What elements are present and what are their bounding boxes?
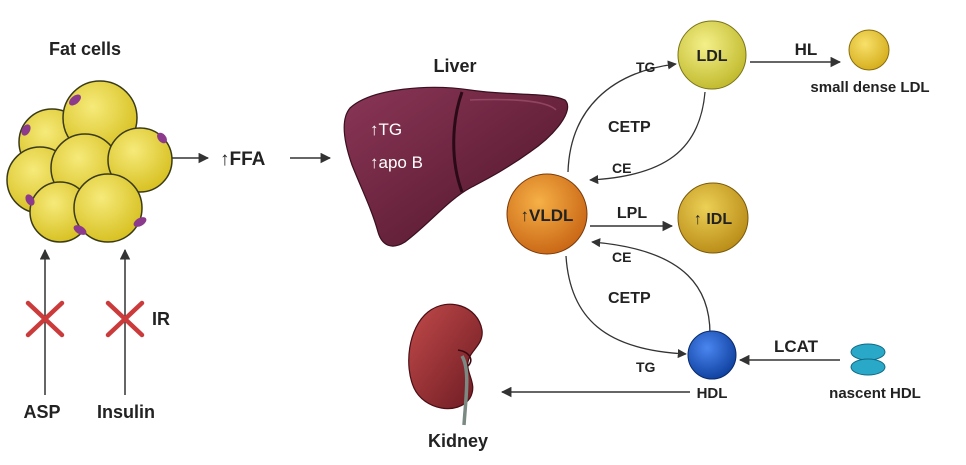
liver-tg-label: ↑TG xyxy=(370,120,402,139)
arrow-tg-to-ldl xyxy=(567,60,677,173)
liver-organ-icon xyxy=(343,86,569,247)
asp-label: ASP xyxy=(23,402,60,422)
ce-bottom-label: CE xyxy=(612,249,631,265)
ce-top-label: CE xyxy=(612,160,631,176)
nascent-hdl-particle xyxy=(850,343,886,376)
inhibition-cross-icon xyxy=(25,300,65,338)
nascent-hdl-label: nascent HDL xyxy=(829,385,921,402)
cetp-bottom-label: CETP xyxy=(608,290,651,307)
vldl-label: ↑VLDL xyxy=(521,206,574,225)
small-dense-ldl-label: small dense LDL xyxy=(810,79,929,96)
idl-label: ↑ IDL xyxy=(694,211,732,228)
lcat-label: LCAT xyxy=(774,337,819,356)
vldl-particle xyxy=(506,173,588,255)
insulin-label: Insulin xyxy=(97,402,155,422)
ldl-particle xyxy=(677,20,747,90)
lpl-label: LPL xyxy=(617,205,647,222)
liver-apob-label: ↑apo B xyxy=(370,153,423,172)
ldl-label: LDL xyxy=(696,48,727,65)
tg-top-label: TG xyxy=(636,59,656,75)
fat-cell-cluster-icon xyxy=(6,80,173,243)
idl-particle xyxy=(677,182,749,254)
small-dense-ldl-particle xyxy=(848,29,890,71)
cetp-top-label: CETP xyxy=(608,119,651,136)
fat-cells-title: Fat cells xyxy=(49,39,121,59)
tg-bottom-label: TG xyxy=(636,359,656,375)
hdl-particle xyxy=(687,330,737,380)
kidney-organ-icon xyxy=(408,303,483,426)
ir-label: IR xyxy=(152,309,170,329)
inhibition-cross-icon xyxy=(105,300,145,338)
ffa-label: ↑FFA xyxy=(220,149,266,170)
arrow-ce-to-vldl-bottom xyxy=(591,238,711,335)
kidney-label: Kidney xyxy=(428,431,488,451)
arrow-ce-to-vldl-top xyxy=(589,91,706,185)
hdl-label: HDL xyxy=(697,385,728,402)
arrow-tg-to-hdl xyxy=(565,255,687,359)
hl-label: HL xyxy=(795,40,818,59)
liver-title: Liver xyxy=(433,56,476,76)
